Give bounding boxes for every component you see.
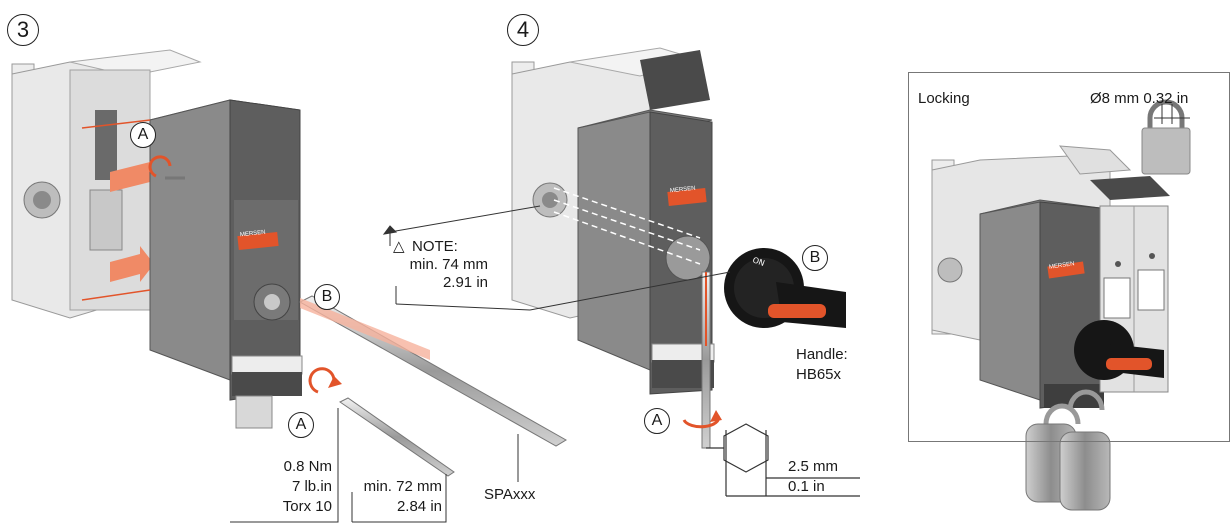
step3-device <box>11 49 303 429</box>
torx-label: Torx 10 <box>282 498 332 515</box>
handle-model: HB65x <box>796 366 842 383</box>
lock-shackle-diameter: Ø8 mm 0.32 in <box>1090 90 1189 107</box>
note-length-mm: min. 74 mm <box>409 256 488 273</box>
step-number-4: 4 <box>507 14 539 46</box>
note-label: NOTE: <box>412 238 458 255</box>
handle-label: Handle: <box>796 346 848 363</box>
callout-a-step4: A <box>644 408 670 434</box>
locking-device <box>931 145 1170 511</box>
callout-a-top: A <box>130 122 156 148</box>
spa-shaft <box>298 295 567 482</box>
padlock-icon <box>1141 99 1191 175</box>
hex-size-mm: 2.5 mm <box>788 458 839 475</box>
step4-note-leader <box>382 205 731 311</box>
step3-leaders <box>230 408 447 523</box>
hex-size-in: 0.1 in <box>788 478 825 495</box>
torque-lbin-label: 7 lb.in <box>291 478 332 495</box>
handle-on-mark: ON <box>751 255 766 268</box>
callout-b-step3: B <box>314 284 340 310</box>
screwdriver <box>308 367 455 477</box>
spa-shaft-label: SPAxxx <box>484 486 536 503</box>
note-length-in: 2.91 in <box>442 274 488 291</box>
handle-off-mark: O OFF <box>715 304 732 330</box>
callout-a-bottom: A <box>288 412 314 438</box>
note-warning-icon: △ <box>393 238 405 255</box>
step4-device <box>511 47 722 449</box>
screwdriver-length-mm: min. 72 mm <box>363 478 442 495</box>
torque-nm-label: 0.8 Nm <box>283 458 332 475</box>
callout-b-step4: B <box>802 245 828 271</box>
locking-title: Locking <box>918 90 970 107</box>
screwdriver-length-in: 2.84 in <box>396 498 442 515</box>
locking-panel <box>908 72 1230 442</box>
hex-key-diagram <box>706 423 860 497</box>
step-number-3: 3 <box>7 14 39 46</box>
